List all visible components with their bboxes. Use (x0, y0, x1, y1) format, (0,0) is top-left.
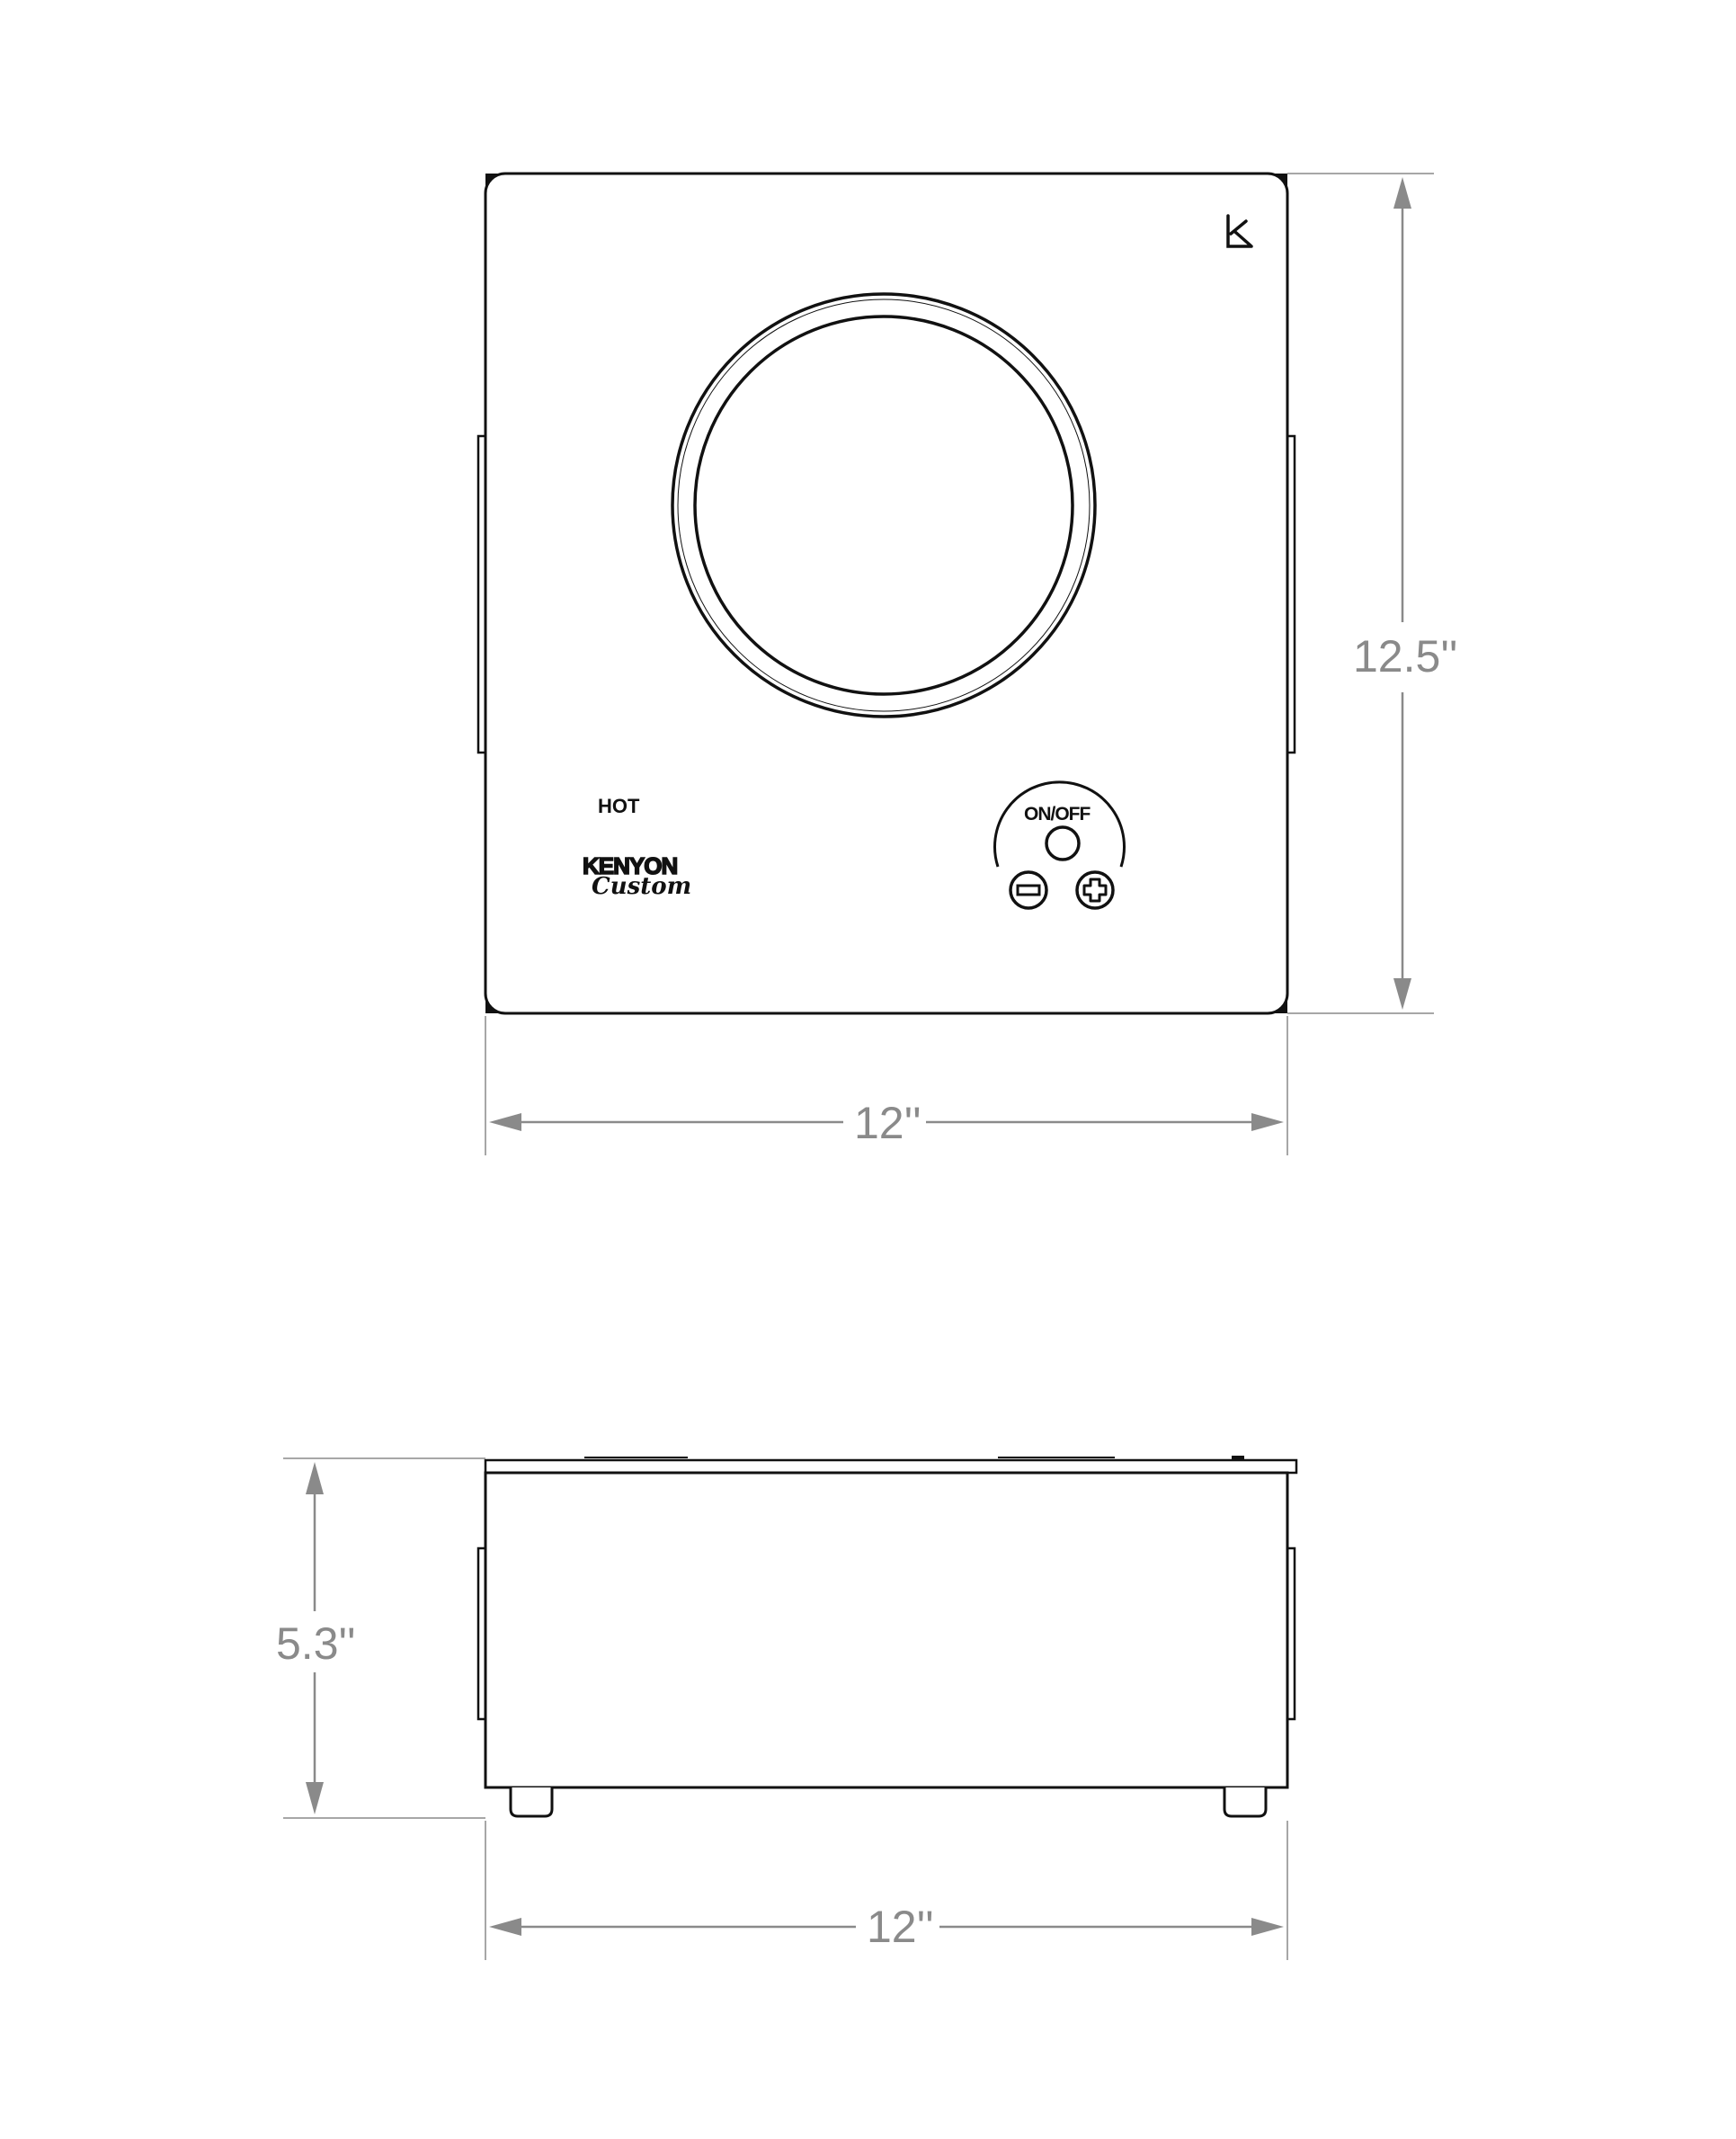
brand-name: KENYON (583, 852, 677, 879)
minus-circle-icon[interactable] (1009, 870, 1048, 910)
control-panel: ON/OFF (993, 780, 1126, 910)
cooking-zone (671, 292, 1097, 718)
top-width-dimension: 12'' (485, 1016, 1288, 1155)
side-width-label: 12'' (867, 1902, 934, 1952)
depth-label: 12.5'' (1353, 631, 1457, 682)
brand-logo: KENYON Custom (582, 851, 691, 900)
kenyon-k-logo-icon (1226, 214, 1253, 248)
height-label: 5.3'' (276, 1618, 356, 1669)
hot-indicator-label: HOT (598, 795, 640, 817)
glass-top-edge (484, 1458, 1298, 1475)
top-view: HOT KENYON Custom ON/OFF (476, 172, 1457, 1155)
cooktop-top-surface (484, 172, 1289, 1015)
brand-script: Custom (592, 873, 691, 900)
side-view: 5.3'' 12'' (276, 1456, 1298, 1960)
top-width-label: 12'' (854, 1098, 921, 1148)
depth-dimension: 12.5'' (1287, 173, 1457, 1014)
power-button[interactable] (1045, 825, 1081, 861)
power-level-arc (993, 780, 1126, 868)
side-width-dimension: 12'' (485, 1821, 1288, 1960)
cooktop-side-body (484, 1471, 1289, 1789)
left-foot (509, 1787, 554, 1818)
height-dimension: 5.3'' (276, 1457, 485, 1819)
plus-circle-icon[interactable] (1075, 870, 1115, 910)
power-label: ON/OFF (1024, 804, 1091, 824)
right-foot (1223, 1787, 1268, 1818)
